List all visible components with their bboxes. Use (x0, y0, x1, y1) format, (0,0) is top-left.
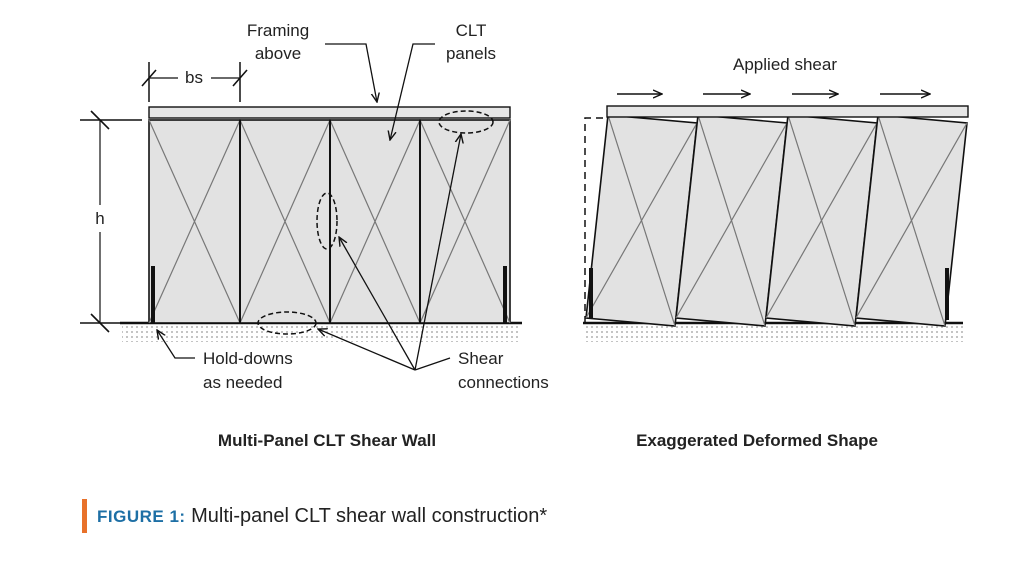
figure-caption-text: Multi-panel CLT shear wall construction* (191, 505, 548, 527)
bs-dimension: bs (141, 62, 248, 102)
shear-connection-base-marker (257, 311, 317, 335)
framing-label-line1: Framing (247, 21, 309, 40)
framing-above (606, 105, 969, 118)
holddown-label-line1: Hold-downs (203, 349, 293, 368)
panel-cross-lines (148, 119, 511, 324)
clt-leader (390, 43, 435, 140)
shear-connection-joint-marker (316, 192, 338, 250)
deformed-panel (855, 114, 968, 327)
shear-label-line2: connections (458, 373, 549, 392)
figure-label: FIGURE 1: (97, 507, 186, 526)
shear-connection-top-marker (438, 110, 494, 134)
original-outline (584, 117, 606, 323)
ground-hatch (585, 324, 963, 342)
panel-joints (239, 120, 421, 323)
framing-above (148, 106, 511, 119)
h-label: h (95, 209, 104, 228)
ground-hatch (122, 324, 520, 342)
hold-down-right (945, 268, 949, 320)
left-diagram-title: Multi-Panel CLT Shear Wall (218, 431, 436, 450)
shear-leader-stub (414, 357, 451, 371)
figure-caption: FIGURE 1: Multi-panel CLT shear wall con… (82, 499, 547, 533)
left-diagram: bs h Framing above CLT panels Hold-downs… (80, 21, 549, 450)
hold-down-left (151, 266, 155, 323)
deformed-panels (585, 114, 968, 327)
framing-label-line2: above (255, 44, 301, 63)
clt-label-line1: CLT (456, 21, 487, 40)
framing-leader (325, 43, 377, 102)
shear-leader-base (318, 329, 416, 371)
h-dimension: h (80, 110, 142, 333)
applied-shear-label: Applied shear (733, 55, 837, 74)
deformed-panel (585, 114, 698, 327)
shear-label-line1: Shear (458, 349, 504, 368)
deformed-panel (765, 114, 878, 327)
shear-leader-joint (339, 237, 416, 371)
deformed-panel (675, 114, 788, 327)
right-diagram: Applied shear Exaggerated Deformed Shape (583, 55, 969, 450)
clt-panels (148, 119, 511, 324)
hold-down-left (589, 268, 593, 318)
clt-label-line2: panels (446, 44, 496, 63)
hold-down-right (503, 266, 507, 323)
holddown-label-line2: as needed (203, 373, 282, 392)
shear-leader-top (414, 134, 461, 371)
right-diagram-title: Exaggerated Deformed Shape (636, 431, 878, 450)
holddown-leader (157, 330, 195, 359)
bs-label: bs (185, 68, 203, 87)
